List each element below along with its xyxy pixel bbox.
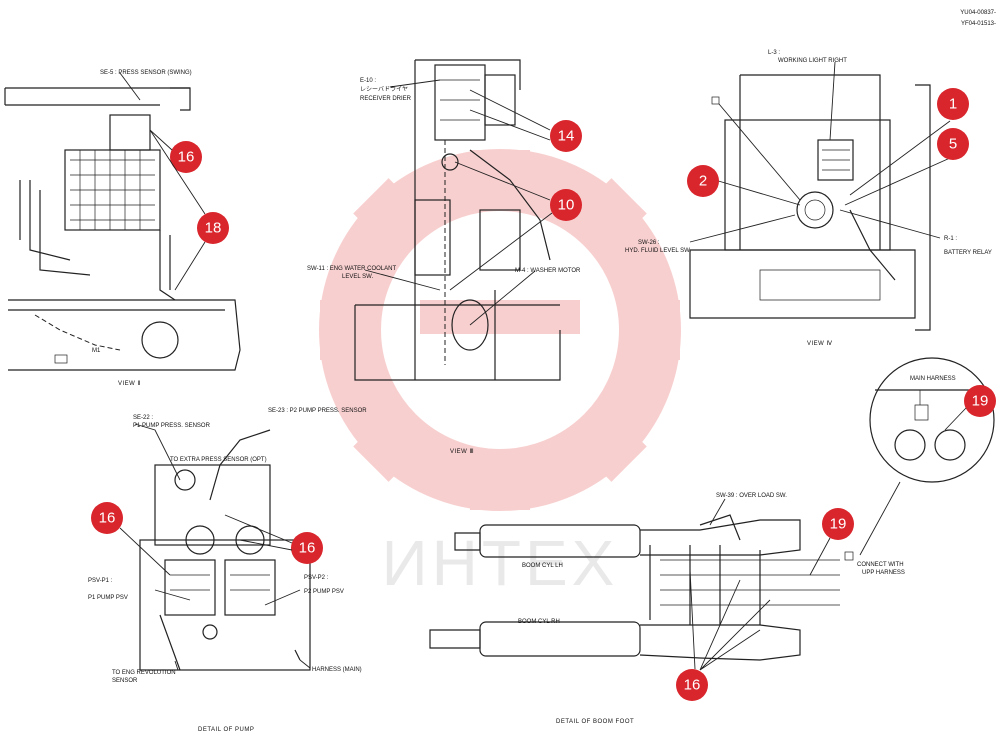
- svg-text:16: 16: [178, 149, 195, 166]
- callout-2: 2: [687, 165, 719, 197]
- pump-psvp2-code: PSV-P2 :: [304, 575, 329, 581]
- pump-psvp1-code: PSV-P1 :: [88, 578, 113, 584]
- pump-se23-code: SE-23 : P2 PUMP PRESS. SENSOR: [268, 408, 367, 414]
- svg-text:1: 1: [949, 96, 957, 113]
- view-2-se5-label: SE-5 : PRESS SENSOR (SWING): [100, 70, 192, 76]
- svg-text:19: 19: [830, 516, 847, 533]
- pump-se22-code: SE-22 :: [133, 415, 153, 421]
- callout-19-boom: 19: [822, 508, 854, 540]
- callout-16-pump-left: 16: [91, 502, 123, 534]
- svg-text:2: 2: [699, 173, 707, 190]
- view-3-caption: VIEW Ⅲ: [450, 449, 474, 455]
- callout-16-pump-right: 16: [291, 532, 323, 564]
- boom-cyl-lh: BOOM CYL LH: [522, 563, 563, 569]
- view-4-drawing: [689, 61, 951, 331]
- view-3-e10-jp: レシーバドライヤ: [360, 86, 408, 93]
- callout-16-view2: 16: [170, 141, 202, 173]
- view-2-caption: VIEW Ⅱ: [118, 381, 141, 387]
- boom-drawing: [429, 498, 854, 661]
- view-3-sw11-a: SW-11 : ENG WATER COOLANT: [307, 266, 396, 272]
- watermark-gear-icon: [319, 149, 681, 511]
- doc-code-1: YU04-00837-: [960, 10, 996, 16]
- callout-16-boom: 16: [676, 669, 708, 701]
- doc-code-2: YF04-01513-: [961, 21, 996, 27]
- callout-10: 10: [550, 189, 582, 221]
- boom-cyl-rh: BOOM CYL RH: [518, 619, 560, 625]
- svg-text:16: 16: [684, 677, 701, 694]
- boom-caption: DETAIL OF BOOM FOOT: [556, 719, 634, 725]
- boom-sw39: SW-39 : OVER LOAD SW.: [716, 493, 787, 499]
- pump-caption: DETAIL OF PUMP: [198, 727, 254, 733]
- view-3-m4: M-4 : WASHER MOTOR: [515, 268, 581, 274]
- pump-harness: HARNESS (MAIN): [312, 667, 362, 673]
- pump-drawing: [134, 423, 311, 671]
- view-3-e10-en: RECEIVER DRIER: [360, 96, 412, 102]
- view-4-caption: VIEW Ⅳ: [807, 341, 833, 347]
- callout-18: 18: [197, 212, 229, 244]
- view-2-m1-label: M1: [92, 348, 101, 354]
- svg-text:16: 16: [299, 540, 316, 557]
- svg-text:10: 10: [558, 197, 575, 214]
- pump-se22-text: P1 PUMP PRESS. SENSOR: [133, 423, 211, 429]
- view-4-sw26-a: SW-26 :: [638, 240, 660, 246]
- view-2-drawing: [4, 72, 241, 371]
- view-4-l3-text: WORKING LIGHT RIGHT: [778, 58, 847, 64]
- boom-connect-b: UPP HARNESS: [862, 570, 905, 576]
- pump-psvp2-text: P2 PUMP PSV: [304, 589, 344, 595]
- watermark-text: ИНТЕХ: [382, 527, 619, 599]
- view-4-r1-text: BATTERY RELAY: [944, 250, 992, 256]
- svg-text:16: 16: [99, 510, 116, 527]
- callout-1: 1: [937, 88, 969, 120]
- watermark: ИНТЕХ: [319, 149, 681, 599]
- view-4-l3-code: L-3 :: [768, 50, 780, 56]
- view-4-sw26-b: HYD. FLUID LEVEL SW.: [625, 248, 691, 254]
- svg-text:18: 18: [205, 220, 222, 237]
- pump-extra: TO EXTRA PRESS SENSOR (OPT): [170, 457, 267, 463]
- view-3-e10-code: E-10 :: [360, 78, 376, 84]
- pump-psvp1-text: P1 PUMP PSV: [88, 595, 128, 601]
- boom-connect-a: CONNECT WITH: [857, 562, 904, 568]
- pump-eng-rev-b: SENSOR: [112, 678, 138, 684]
- view-4-r1-code: R-1 :: [944, 236, 957, 242]
- view-3-sw11-b: LEVEL SW.: [342, 274, 373, 280]
- detail-main-harness: MAIN HARNESS: [910, 376, 956, 382]
- callout-19-detail: 19: [964, 385, 996, 417]
- pump-eng-rev-a: TO ENG REVOLUTION: [112, 670, 176, 676]
- svg-text:14: 14: [558, 128, 575, 145]
- view-3-drawing: [354, 59, 561, 381]
- detail-circle: [859, 357, 995, 556]
- callout-5: 5: [937, 128, 969, 160]
- svg-text:5: 5: [949, 136, 957, 153]
- svg-text:19: 19: [972, 393, 989, 410]
- callout-14: 14: [550, 120, 582, 152]
